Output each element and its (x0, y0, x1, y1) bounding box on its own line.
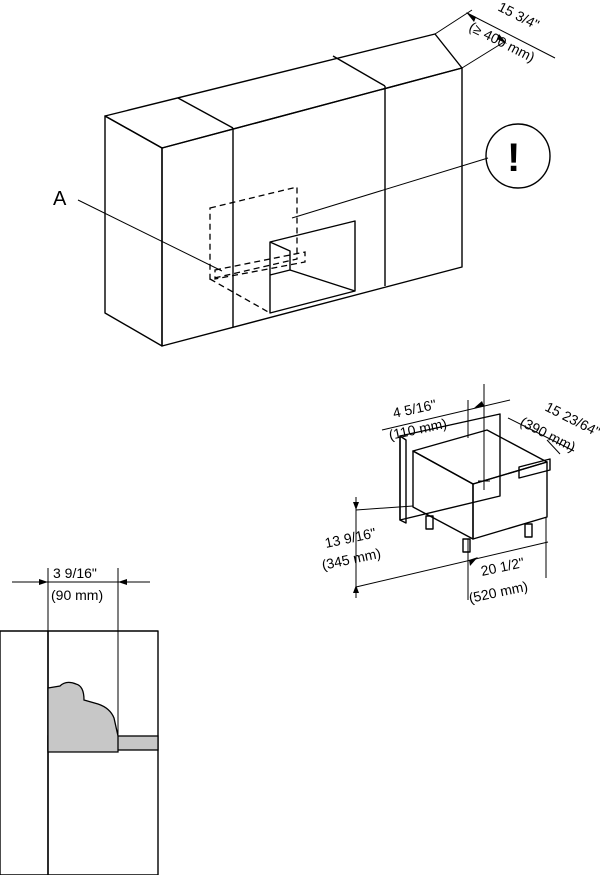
wall-hatch (0, 630, 49, 875)
cabinet-front-face (161, 67, 463, 347)
vent-slots (214, 251, 306, 280)
cabinet-section (47, 630, 159, 875)
width-dim-line (355, 541, 549, 588)
oven-front (472, 461, 548, 540)
width-mm: (520 mm) (467, 578, 529, 606)
oven-leg-2 (462, 538, 471, 553)
depth-arrow-2 (497, 34, 507, 44)
depth-dimension-line (466, 12, 556, 59)
mounting-plate-edge (399, 435, 407, 524)
label-a: A (53, 188, 67, 210)
height-arrow-bottom (353, 585, 359, 593)
warning-leader (291, 157, 489, 219)
top-divider-2 (332, 55, 386, 87)
height-arrow-top (353, 502, 359, 510)
cabinet-figure: A ! 15 3/4" (≥ 400 mm) (53, 0, 556, 347)
depth-extension-2 (461, 41, 505, 69)
offset-arrow-right (118, 579, 127, 585)
depth2-dim-line (507, 417, 575, 452)
depth-extension-1 (434, 9, 473, 35)
ventilation-panel (209, 186, 298, 280)
oven-niche-floor (289, 269, 356, 292)
top-divider-1 (177, 97, 234, 129)
oven-figure: 4 5/16" (110 mm) 15 23/64" (390 mm) 13 9… (320, 384, 600, 606)
height-ext-top (355, 505, 414, 511)
niche-arrow (474, 401, 484, 408)
oven-handle (518, 458, 551, 479)
oven-niche-inner (269, 241, 291, 276)
depth-arrow-1 (466, 12, 476, 22)
wall-section-figure: 3 9/16" (90 mm) (0, 565, 159, 875)
oven-left (412, 450, 474, 540)
niche-dim-line (381, 399, 511, 431)
depth2-ext (546, 439, 561, 455)
oven-leg-1 (425, 515, 434, 530)
warning-symbol: ! (507, 136, 520, 180)
warning-icon (485, 123, 551, 189)
appliance-profile (47, 681, 119, 753)
cabinet-top-face (104, 33, 463, 149)
label-a-leader (77, 199, 223, 272)
offset-arrow-left (39, 579, 48, 585)
cabinet-left-face (104, 115, 163, 347)
depth-inches: 15 3/4" (496, 0, 542, 33)
offset-inches: 3 9/16" (53, 565, 97, 581)
offset-mm: (90 mm) (51, 587, 103, 603)
ventilation-outline (209, 278, 271, 314)
width-arrow (469, 557, 478, 566)
width-inches: 20 1/2" (479, 554, 525, 579)
oven-leg-3 (524, 523, 533, 538)
